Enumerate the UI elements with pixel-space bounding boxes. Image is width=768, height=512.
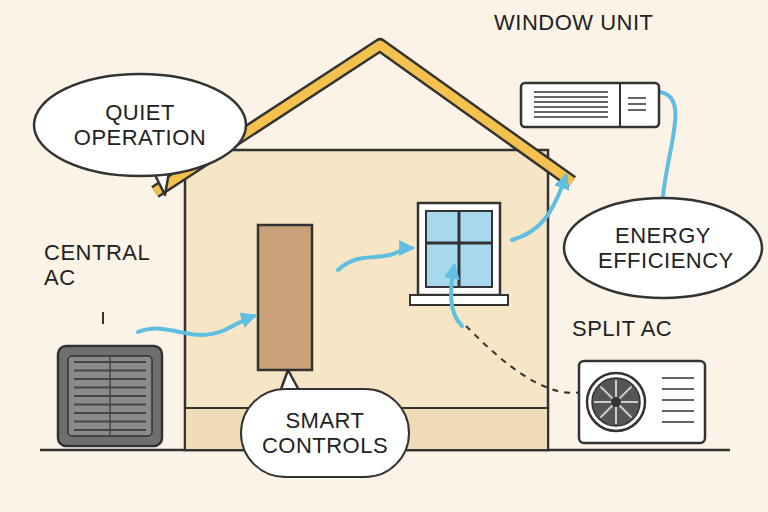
benefit-ellipse: ENERGY EFFICIENCY <box>562 196 764 300</box>
bubble-text: SMART CONTROLS <box>260 408 390 459</box>
central-ac-unit: CENTRAL AC <box>38 238 178 450</box>
window-ac-unit: WINDOW UNIT <box>488 8 668 130</box>
unit-label: SPLIT AC <box>572 316 672 341</box>
feature-bubble: SMART CONTROLS <box>240 388 410 478</box>
bubble-text: QUIET OPERATION <box>70 100 210 151</box>
speech-bubble: QUIET OPERATION <box>32 72 248 178</box>
split-ac-unit: SPLIT AC <box>566 314 716 450</box>
window-unit-drawing <box>520 82 660 128</box>
flow-connector <box>660 92 675 196</box>
unit-label: CENTRAL AC <box>44 240 169 291</box>
bubble-text: ENERGY EFFICIENCY <box>598 223 728 274</box>
split-ac-drawing <box>578 360 706 446</box>
unit-label: WINDOW UNIT <box>494 10 653 35</box>
